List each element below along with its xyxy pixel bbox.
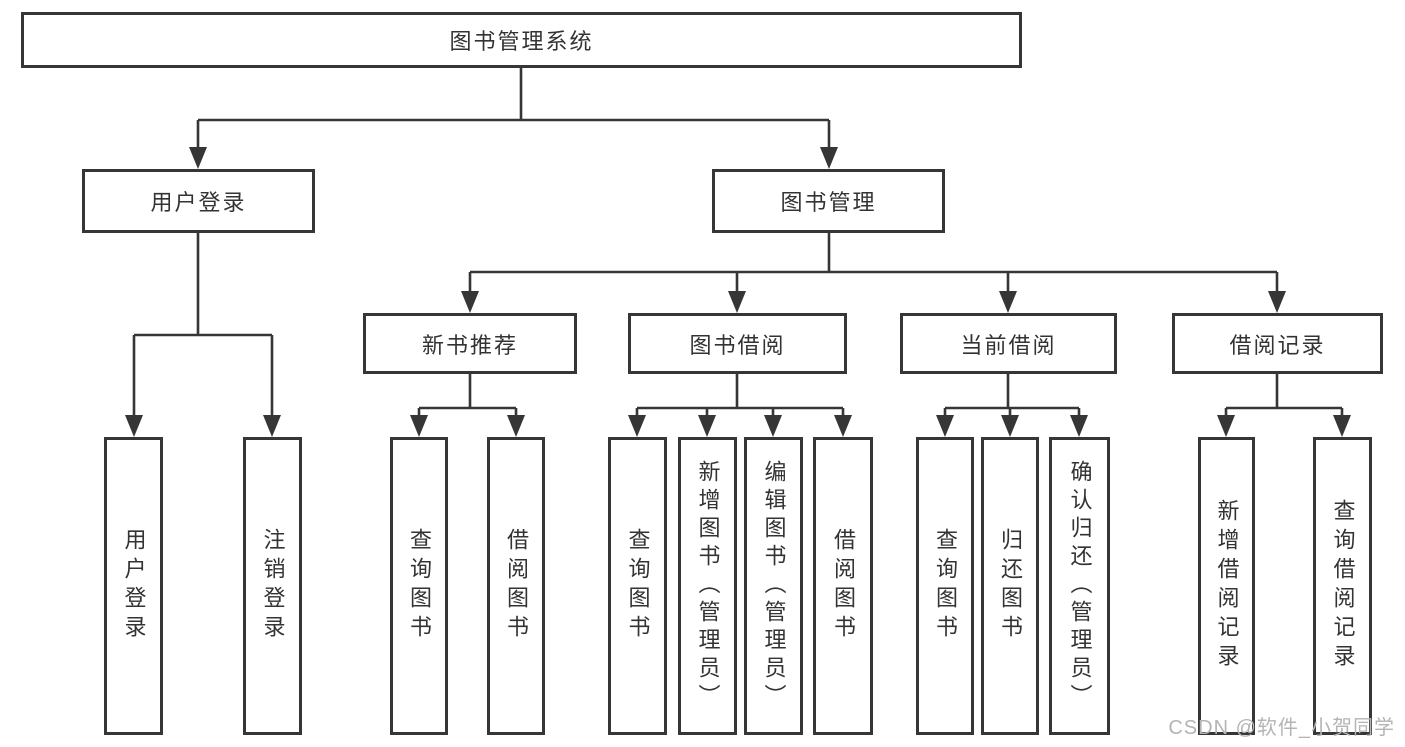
leaf-borrow-books: 借阅图书: [813, 437, 873, 735]
arrowhead-down-icon: [461, 291, 479, 313]
leaf-borrow-books-recommend: 借阅图书: [487, 437, 545, 735]
leaf-query-borrow-record: 查询借阅记录: [1313, 437, 1372, 735]
arrowhead-down-icon: [999, 291, 1017, 313]
arrowhead-down-icon: [820, 147, 838, 169]
csdn-watermark: CSDN @软件_小贺同学: [1168, 717, 1395, 739]
arrowhead-down-icon: [1001, 415, 1019, 437]
arrowhead-down-icon: [125, 415, 143, 437]
branch-borrow-records-children: [1217, 374, 1351, 437]
arrowhead-down-icon: [628, 415, 646, 437]
node-root-system: 图书管理系统: [21, 12, 1022, 68]
arrowhead-down-icon: [1070, 415, 1088, 437]
leaf-confirm-return-admin: 确认归还（管理员）: [1049, 437, 1110, 735]
arrowhead-down-icon: [1217, 415, 1235, 437]
branch-book-borrow-children: [628, 374, 852, 437]
branch-current-borrow-children: [936, 374, 1088, 437]
leaf-user-login: 用户登录: [104, 437, 163, 735]
branch-new-book-children: [410, 374, 525, 437]
leaf-add-borrow-record: 新增借阅记录: [1198, 437, 1255, 735]
node-book-management: 图书管理: [712, 169, 945, 233]
leaf-add-book-admin: 新增图书（管理员）: [678, 437, 737, 735]
node-user-login: 用户登录: [82, 169, 315, 233]
branch-user-login-children: [125, 233, 281, 437]
leaf-query-books-current: 查询图书: [916, 437, 974, 735]
arrowhead-down-icon: [263, 415, 281, 437]
arrowhead-down-icon: [936, 415, 954, 437]
arrowhead-down-icon: [764, 415, 782, 437]
leaf-query-books-borrow: 查询图书: [608, 437, 667, 735]
node-book-borrow: 图书借阅: [628, 313, 847, 374]
branch-root-to-level2: [189, 68, 838, 169]
arrowhead-down-icon: [1268, 291, 1286, 313]
arrowhead-down-icon: [728, 291, 746, 313]
arrowhead-down-icon: [834, 415, 852, 437]
arrowhead-down-icon: [1333, 415, 1351, 437]
arrowhead-down-icon: [189, 147, 207, 169]
leaf-return-books: 归还图书: [981, 437, 1039, 735]
leaf-query-books-recommend: 查询图书: [390, 437, 448, 735]
leaf-logout: 注销登录: [243, 437, 302, 735]
node-borrow-records: 借阅记录: [1172, 313, 1383, 374]
node-current-borrow: 当前借阅: [900, 313, 1117, 374]
arrowhead-down-icon: [507, 415, 525, 437]
branch-book-management-children: [461, 233, 1286, 313]
arrowhead-down-icon: [698, 415, 716, 437]
leaf-edit-book-admin: 编辑图书（管理员）: [744, 437, 803, 735]
node-new-book-recommend: 新书推荐: [363, 313, 577, 374]
arrowhead-down-icon: [410, 415, 428, 437]
